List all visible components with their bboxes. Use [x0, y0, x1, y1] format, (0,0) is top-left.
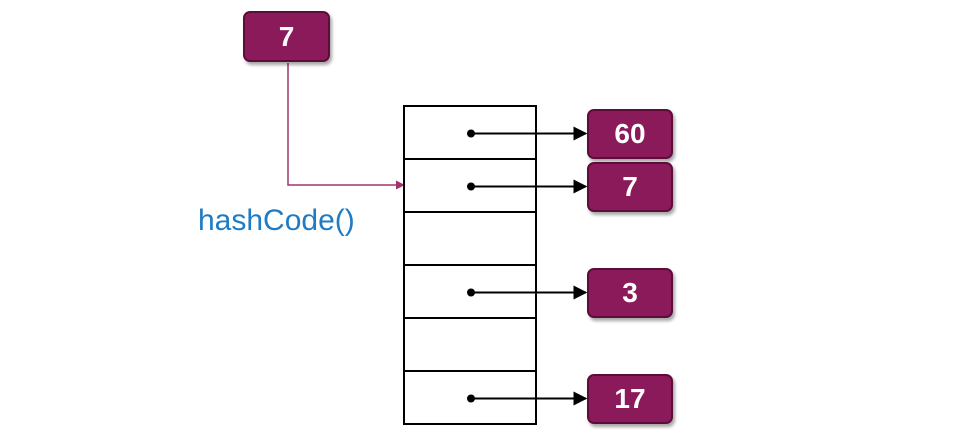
- bucket-value-3: 3: [622, 276, 638, 308]
- bucket-value-box-0: 60: [587, 108, 673, 159]
- hash-code-label: hashCode(): [198, 204, 355, 237]
- bucket-value-1: 7: [622, 170, 638, 202]
- bucket-pointers: [467, 126, 588, 406]
- bucket-value-box-5: 17: [587, 373, 673, 424]
- bucket-table: [403, 105, 537, 425]
- hash-connector-line: [287, 63, 405, 190]
- bucket-value-5: 17: [614, 382, 646, 414]
- bucket-value-0: 60: [614, 117, 646, 149]
- bucket-value-box-1: 7: [587, 161, 673, 212]
- input-key-box: 7: [243, 11, 330, 62]
- bucket-cell-4: [403, 317, 537, 372]
- bucket-cell-2: [403, 211, 537, 266]
- bucket-value-box-3: 3: [587, 267, 673, 318]
- input-key-value: 7: [278, 20, 295, 52]
